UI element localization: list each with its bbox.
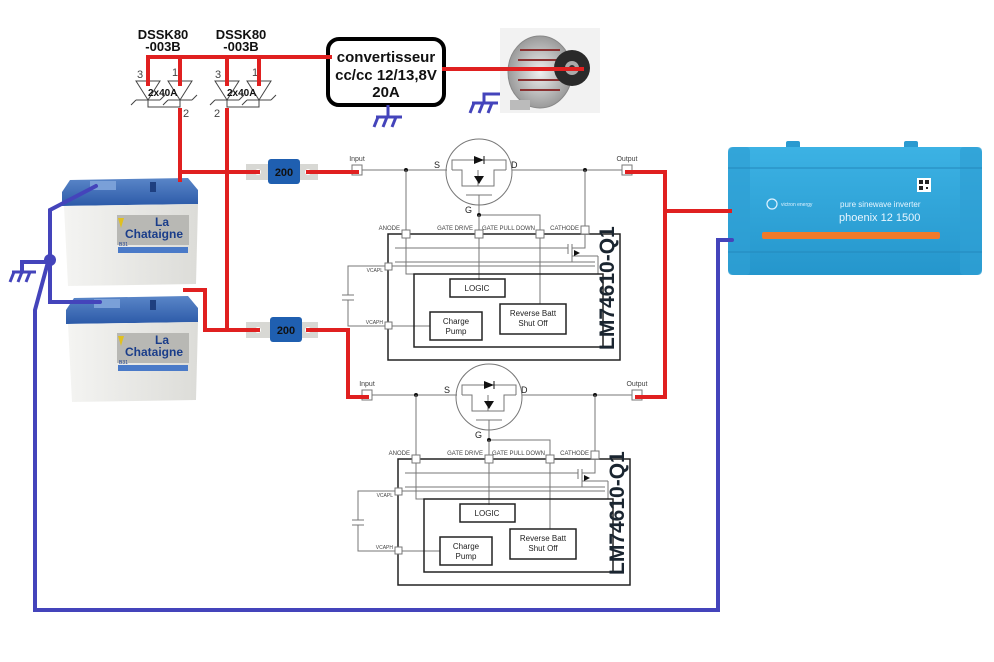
inverter-model: phoenix 12 1500 xyxy=(839,212,920,224)
inverter-brand: victron energy xyxy=(781,202,813,208)
controller-1-pin-anode: ANODE xyxy=(379,226,400,232)
controller-1-input-label: Input xyxy=(349,156,365,163)
controller-1-labels: Input Output S D G ANODE GATE DRIVE GATE… xyxy=(349,156,637,350)
controller-2-drain: D xyxy=(521,385,528,395)
diode-2-pin3: 3 xyxy=(215,69,221,81)
fuse-1: 200 xyxy=(246,159,318,184)
diode-1-part: DSSK80 xyxy=(138,27,189,42)
fuse-1-value: 200 xyxy=(275,167,293,179)
controller-2-gate: G xyxy=(475,430,482,440)
controller-2-labels: Input Output S D G ANODE GATE DRIVE GATE… xyxy=(359,381,647,575)
controller-2-input-label: Input xyxy=(359,381,375,388)
wire-ground-to-inverter xyxy=(33,238,734,612)
controller-2-output-label: Output xyxy=(626,381,647,388)
controller-2-reverse: Reverse Batt xyxy=(520,534,567,543)
dc-dc-converter: convertisseur cc/cc 12/13,8V 20A xyxy=(326,37,446,107)
controller-1-source: S xyxy=(434,160,440,170)
converter-line2: cc/cc 12/13,8V xyxy=(335,67,437,84)
controller-1-reverse: Reverse Batt xyxy=(510,309,557,318)
fuse-2: 200 xyxy=(246,317,318,342)
wire-diodes-to-converter xyxy=(146,55,332,86)
inverter: victron energy pure sinewave inverter ph… xyxy=(728,141,982,275)
converter-line1: convertisseur xyxy=(337,49,436,66)
controller-2-vcapl: VCAPL xyxy=(377,493,394,499)
diode-2-pin1: 1 xyxy=(252,67,258,79)
diode-pair-2: DSSK80 -003B 3 1 2 2x40A xyxy=(209,27,277,120)
ground-symbol-converter xyxy=(372,105,402,128)
controller-2-source: S xyxy=(444,385,450,395)
battery-2-brand-top: La xyxy=(155,333,169,347)
controller-1 xyxy=(342,138,633,361)
diode-pair-1: DSSK80 -003B 3 1 2 2x40A xyxy=(130,27,198,120)
controller-1-chip-label: LM74610-Q1 xyxy=(596,226,619,350)
wire-battery1-to-fuse1 xyxy=(178,108,260,182)
ground-symbol-battery xyxy=(8,270,36,283)
diode-1-pin3: 3 xyxy=(137,69,143,81)
diode-2-suffix: -003B xyxy=(223,39,258,54)
wire-battery2-to-fuse2 xyxy=(183,108,260,332)
battery-2: La Chataigne B31 xyxy=(66,296,198,402)
ground-symbol-alternator xyxy=(468,92,500,114)
controller-1-pin-gate-pull-down: GATE PULL DOWN xyxy=(482,226,535,232)
diode-2-part: DSSK80 xyxy=(216,27,267,42)
diode-1-pin2: 2 xyxy=(183,108,189,120)
controller-2-shutoff: Shut Off xyxy=(528,544,558,553)
controller-2-chip-label: LM74610-Q1 xyxy=(606,451,629,575)
controller-2-pin-gate-drive: GATE DRIVE xyxy=(447,451,483,457)
controller-2-pin-gate-pull-down: GATE PULL DOWN xyxy=(492,451,545,457)
fuse-2-value: 200 xyxy=(277,325,295,337)
controller-2-pin-cathode: CATHODE xyxy=(560,451,589,457)
wire-fuse2-to-input2 xyxy=(306,328,369,399)
inverter-stripe xyxy=(762,232,940,239)
diode-2-rating: 2x40A xyxy=(227,88,256,99)
diode-1-suffix: -003B xyxy=(145,39,180,54)
converter-line3: 20A xyxy=(372,84,400,101)
battery-2-code: B31 xyxy=(119,360,128,366)
controller-1-charge: Charge xyxy=(443,317,470,326)
diode-1-rating: 2x40A xyxy=(148,88,177,99)
controller-1-pin-gate-drive: GATE DRIVE xyxy=(437,226,473,232)
diode-2-pin2: 2 xyxy=(214,108,220,120)
controller-2-charge: Charge xyxy=(453,542,480,551)
controller-2-logic: LOGIC xyxy=(475,509,500,518)
controller-2 xyxy=(352,363,643,586)
controller-2-pump: Pump xyxy=(456,552,477,561)
positive-wiring xyxy=(146,55,732,399)
wire-outputs-bus xyxy=(625,170,667,399)
controller-2-vcaph: VCAPH xyxy=(376,545,394,551)
inverter-subtitle: pure sinewave inverter xyxy=(840,200,921,209)
controller-1-vcaph: VCAPH xyxy=(366,320,384,326)
battery-1-code: B31 xyxy=(119,242,128,248)
controller-1-vcapl: VCAPL xyxy=(367,268,384,274)
battery-1-brand: Chataigne xyxy=(125,227,183,241)
controller-1-shutoff: Shut Off xyxy=(518,319,548,328)
battery-1-brand-top: La xyxy=(155,215,169,229)
controller-1-output-label: Output xyxy=(616,156,637,163)
controller-1-logic: LOGIC xyxy=(465,284,490,293)
diode-1-pin1: 1 xyxy=(172,67,178,79)
controller-2-pin-anode: ANODE xyxy=(389,451,410,457)
controller-1-drain: D xyxy=(511,160,518,170)
wire-chassis-ground xyxy=(20,260,50,274)
controller-1-pump: Pump xyxy=(446,327,467,336)
victron-logo-icon xyxy=(766,198,778,210)
ground-junction xyxy=(44,254,56,266)
battery-2-brand: Chataigne xyxy=(125,345,183,359)
controller-1-pin-cathode: CATHODE xyxy=(550,226,579,232)
controller-1-gate: G xyxy=(465,205,472,215)
